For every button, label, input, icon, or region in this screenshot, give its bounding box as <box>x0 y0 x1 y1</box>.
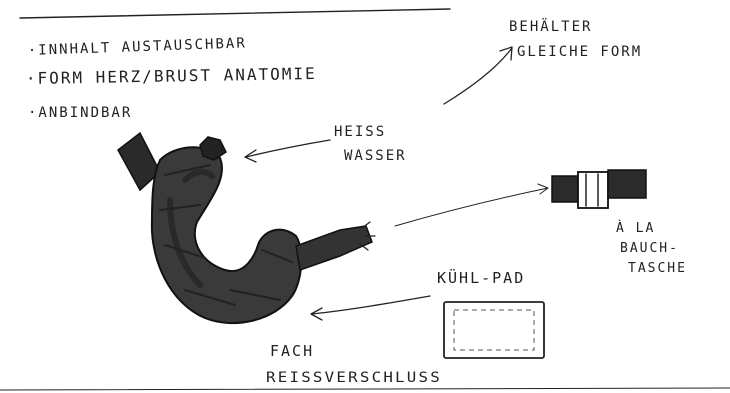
bottom-edge <box>0 388 730 390</box>
belt-strap-right <box>608 170 646 198</box>
buckle-body <box>578 172 608 208</box>
belt-strap-left <box>552 176 578 202</box>
hot-water-line1: HEISS <box>334 124 386 140</box>
belt-label-line3: TASCHE <box>628 261 687 276</box>
cooling-pad-icon <box>444 302 544 358</box>
note-attachable: ·ANBINDBAR <box>28 105 132 121</box>
compartment-line1: FACH <box>270 342 314 360</box>
note-interchangeable: ·INNHALT AUSTAUSCHBAR <box>28 35 247 59</box>
container-label: BEHÄLTER GLEICHE FORM <box>509 17 642 60</box>
heart-shaped-bag-icon <box>118 133 375 323</box>
top-divider <box>20 9 450 18</box>
note-heart-shape: ·FORM HERZ/BRUST ANATOMIE <box>26 64 317 88</box>
container-label-line2: GLEICHE FORM <box>517 44 642 60</box>
arrow-to-belt <box>395 184 548 226</box>
compartment-line2: REISSVERSCHLUSS <box>266 370 442 386</box>
arrow-to-hot-water <box>245 140 330 162</box>
hot-water-label: HEISS WASSER <box>334 124 407 164</box>
container-label-line1: BEHÄLTER <box>509 17 592 35</box>
bag-nozzle <box>200 137 226 160</box>
belt-label-line2: BAUCH- <box>620 241 679 256</box>
belt-label: À LA BAUCH- TASCHE <box>616 220 687 276</box>
belt-label-line1: À LA <box>616 220 655 236</box>
belt-buckle-icon <box>552 170 646 208</box>
arrow-to-container <box>444 47 512 104</box>
right-strap <box>296 226 372 270</box>
compartment-label: FACH REISSVERSCHLUSS <box>266 342 442 386</box>
arrow-to-compartment <box>311 296 430 320</box>
feature-notes: ·INNHALT AUSTAUSCHBAR ·FORM HERZ/BRUST A… <box>26 35 317 121</box>
cool-pad-label: KÜHL-PAD <box>437 268 525 287</box>
hot-water-line2: WASSER <box>344 148 407 164</box>
